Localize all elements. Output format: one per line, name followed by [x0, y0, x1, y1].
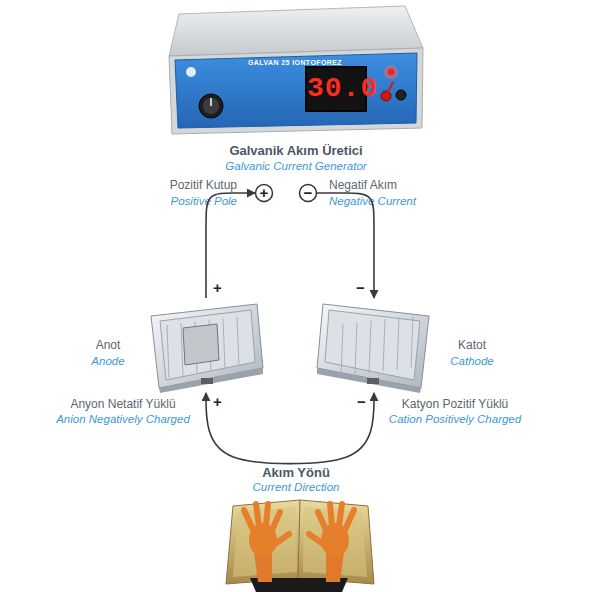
heading-en: Galvanic Current Generator: [145, 160, 447, 172]
pole-outline: [256, 185, 273, 202]
power-led: [388, 69, 395, 76]
fingers: [309, 504, 354, 544]
direction-label-tr: Akım Yönü: [196, 465, 396, 480]
logo-mark: [186, 67, 196, 77]
digital-display: 30.0: [305, 66, 367, 112]
tray-ridge: [411, 316, 413, 368]
hands-illustration: [226, 500, 374, 592]
tray-ridge: [397, 318, 399, 370]
tray-inner: [160, 310, 255, 380]
led-glow: [384, 65, 398, 79]
pole-sign: −: [299, 184, 317, 202]
finger: [318, 512, 326, 530]
tray-connector: [201, 378, 213, 384]
pole-sign: +: [255, 184, 273, 202]
brand-text: GALVAN 25 IONTOFOREZ: [245, 59, 345, 66]
pole-outline: [300, 185, 317, 202]
polarity-sign: −: [357, 393, 371, 410]
generator-box: GALVAN 25 IONTOFOREZGalvanik Akım Üretic…: [165, 0, 427, 135]
thumb: [309, 534, 323, 544]
finger: [266, 504, 268, 526]
electrode-label-tr: Katot: [441, 338, 503, 352]
knob-cap: [203, 98, 219, 114]
device-body: [169, 48, 423, 134]
electrode-label-en: Cathode: [441, 355, 503, 367]
gold-tray: [298, 500, 374, 584]
direction-label-en: Current Direction: [196, 481, 396, 493]
heading-tr: Galvanik Akım Üretici: [145, 143, 447, 158]
black-terminal: [396, 90, 406, 100]
cathode-tray: KatotCathode: [313, 298, 435, 393]
generator-box-outline: [165, 0, 427, 135]
ion-label-tr: Katyon Pozitif Yüklü: [365, 397, 545, 411]
glove-hand: [244, 504, 289, 582]
device-top: [169, 6, 423, 56]
knob-tick: [210, 98, 212, 106]
finger: [256, 504, 259, 526]
tray-ridge: [383, 319, 385, 371]
ion-label-en: Cation Positively Charged: [365, 413, 545, 425]
pole-label-tr: Negatif Akım: [329, 178, 449, 192]
ion-label-en: Anion Negatively Charged: [33, 413, 213, 425]
current-line: [317, 193, 374, 298]
finger: [345, 510, 354, 530]
electrode-label-en: Anode: [77, 355, 139, 367]
display-value: 30.0: [307, 68, 365, 110]
electrode-label-tr: Anot: [77, 338, 139, 352]
tray-ridge: [341, 324, 343, 376]
polarity-sign: −: [356, 279, 370, 296]
fingers: [244, 504, 289, 544]
electrode-plate: [183, 324, 219, 365]
pole-label-tr: Pozitif Kutup: [137, 178, 237, 192]
polarity-sign: +: [213, 393, 227, 410]
tray-ridge: [223, 319, 225, 369]
tray-connector: [367, 378, 379, 384]
finger: [272, 512, 280, 530]
finger: [330, 504, 332, 526]
terminal-wire: [386, 82, 393, 96]
tray-ridge: [237, 317, 239, 366]
control-knob: [199, 94, 223, 118]
polarity-sign: +: [213, 279, 227, 296]
current-line: [206, 193, 255, 298]
current-line: [206, 393, 374, 464]
finger: [339, 504, 342, 526]
pole-circle: −Negatif AkımNegative Current: [299, 184, 317, 202]
tray-ridge: [167, 325, 169, 378]
glove-hand: [309, 504, 354, 582]
ion-label-tr: Anyon Netatif Yüklü: [33, 397, 213, 411]
tray-lip: [317, 368, 421, 393]
tray-inner: [325, 310, 420, 380]
tray-lip: [159, 368, 263, 393]
pole-circle: +Pozitif KutupPositive Pole: [255, 184, 273, 202]
thumb: [275, 534, 289, 544]
pole-label-en: Negative Current: [329, 195, 449, 207]
pole-label-en: Positive Pole: [137, 195, 237, 207]
anode-tray: AnotAnode: [145, 298, 267, 393]
tray-ridge: [369, 321, 371, 373]
finger: [244, 510, 253, 530]
tray-ridge: [355, 322, 357, 374]
gold-tray: [226, 500, 302, 584]
cathode-tray-outline: [313, 298, 435, 393]
anode-tray-outline: [145, 298, 267, 393]
front-panel: [175, 53, 417, 128]
